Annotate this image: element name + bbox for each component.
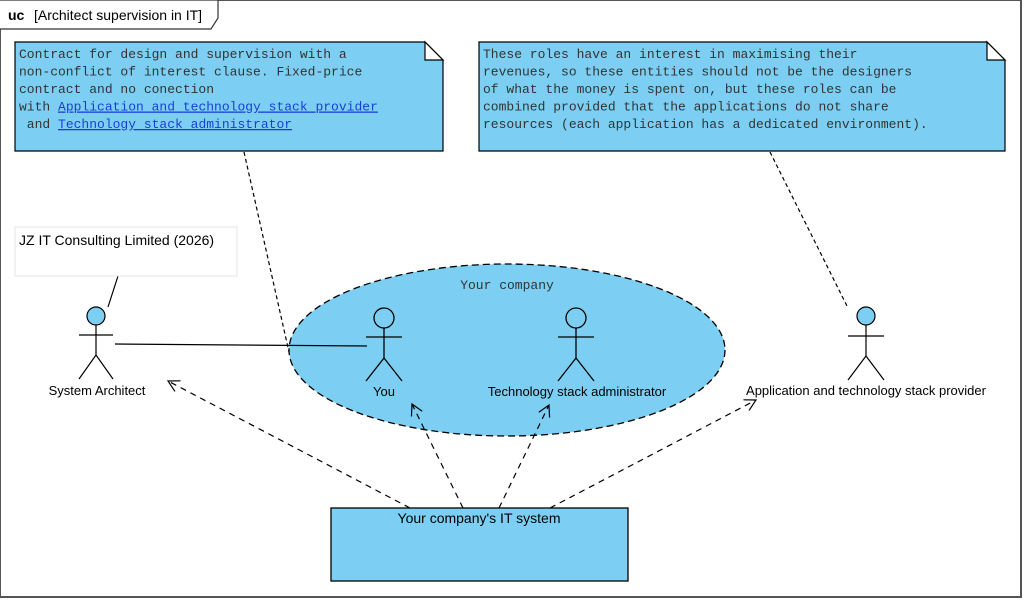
note-fold-icon: [986, 40, 1007, 61]
actor-system-architect[interactable]: System Architect: [49, 306, 146, 398]
actor-legs-icon: [365, 356, 403, 382]
note-line-text: resources (each application has a dedica…: [483, 117, 928, 132]
actor-tech-stack-admin[interactable]: Technology stack administrator: [488, 307, 667, 399]
actor-legs-icon: [557, 356, 595, 382]
actor-head-icon: [86, 306, 106, 326]
comment-anchor: [107, 275, 119, 308]
actor-you[interactable]: You: [365, 307, 403, 399]
dependency-system-to-admin[interactable]: [498, 403, 551, 509]
comment-text: JZ IT Consulting Limited (2026): [19, 232, 214, 248]
frame-keyword: uc: [8, 7, 25, 23]
it-system[interactable]: Your company's IT system: [330, 507, 629, 582]
frame-title: [Architect supervision in IT]: [34, 7, 202, 23]
company-boundary[interactable]: Your company: [288, 263, 726, 437]
contract-note-text: Contract for design and supervision with…: [19, 47, 378, 132]
company-boundary-ellipse: [288, 263, 726, 437]
note-line-text: These roles have an interest in maximisi…: [483, 47, 857, 62]
note-line-text: Contract for design and supervision with…: [19, 47, 347, 62]
note-link[interactable]: Technology stack administrator: [58, 117, 292, 132]
actor-legs-icon: [78, 353, 114, 380]
note-line-text: non-conflict of interest clause. Fixed-p…: [19, 65, 362, 80]
contract-note-anchor: [243, 151, 290, 353]
dependency-system-to-architect[interactable]: [166, 380, 411, 509]
note-line-text: contract and no conection: [19, 82, 214, 97]
comment-box[interactable]: JZ IT Consulting Limited (2026): [14, 226, 238, 277]
comment-box-border: [14, 226, 238, 277]
it-system-label: Your company's IT system: [398, 510, 561, 526]
actor-legs-icon: [847, 355, 885, 381]
association-architect-you[interactable]: [114, 343, 368, 347]
note-line-text: and: [19, 117, 58, 132]
contract-note-body: [14, 41, 444, 152]
frame-tab-shape: [0, 0, 219, 30]
actor-label: System Architect: [49, 383, 146, 398]
contract-note[interactable]: Contract for design and supervision with…: [14, 40, 445, 152]
dependency-system-to-you[interactable]: [410, 402, 464, 509]
actor-app-tech-provider[interactable]: Application and technology stack provide…: [746, 306, 987, 398]
note-fold-icon: [424, 40, 445, 61]
note-link[interactable]: Application and technology stack provide…: [58, 100, 378, 115]
note-line-text: revenues, so these entities should not b…: [483, 65, 912, 80]
note-line-text: combined provided that the applications …: [483, 100, 889, 115]
dependency-system-to-provider[interactable]: [549, 399, 758, 509]
roles-note-body: [478, 41, 1006, 152]
it-system-box: [330, 507, 629, 582]
actor-label: Technology stack administrator: [488, 384, 667, 399]
actor-label: Application and technology stack provide…: [746, 383, 987, 398]
note-line-text: with: [19, 100, 58, 115]
roles-note-text: These roles have an interest in maximisi…: [483, 47, 928, 132]
actor-label: You: [373, 384, 395, 399]
note-line-text: of what the money is spent on, but these…: [483, 82, 896, 97]
roles-note-anchor: [769, 151, 849, 309]
actor-head-icon: [856, 306, 876, 326]
roles-note[interactable]: These roles have an interest in maximisi…: [478, 40, 1007, 152]
company-boundary-label: Your company: [460, 278, 554, 293]
frame-tab: uc [Architect supervision in IT]: [0, 0, 219, 30]
